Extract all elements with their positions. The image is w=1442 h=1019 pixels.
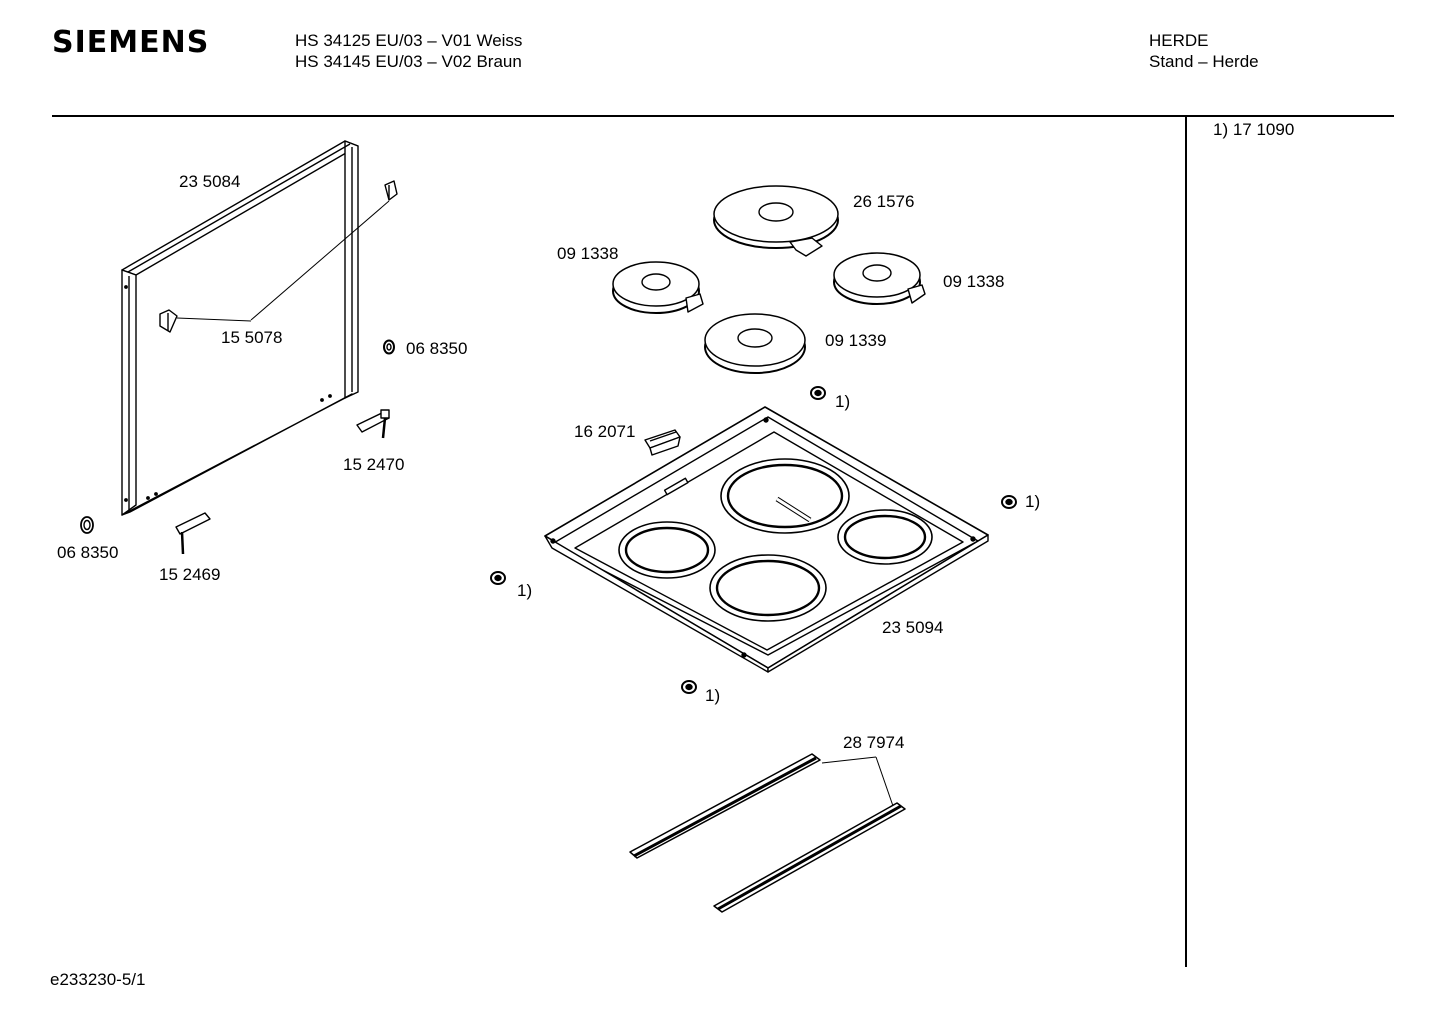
footnote-marker: 1) — [517, 581, 533, 600]
label-back-panel: 23 5084 — [179, 172, 241, 191]
document-id: e233230-5/1 — [50, 970, 146, 989]
hotplate-front — [704, 313, 806, 374]
grommet-part — [490, 386, 1017, 694]
legend-note: 1) 17 1090 — [1213, 120, 1295, 139]
hotplate-large — [713, 185, 839, 257]
label-hotplate-large: 26 1576 — [853, 192, 915, 211]
brand-logo: SIEMENS — [52, 25, 210, 60]
ring-part — [80, 339, 395, 534]
hinge-part — [175, 409, 390, 555]
label-hotplate-right: 09 1338 — [943, 272, 1005, 291]
label-hinge-left: 15 2469 — [159, 565, 221, 584]
hotplate-left — [612, 261, 704, 314]
label-hotplate-left: 09 1338 — [557, 244, 619, 263]
label-clip: 15 5078 — [221, 328, 283, 347]
label-ring-right: 06 8350 — [406, 339, 468, 358]
hotplate-right — [833, 252, 926, 305]
label-hotplate-front: 09 1339 — [825, 331, 887, 350]
label-rails: 28 7974 — [843, 733, 905, 752]
bracket-part — [644, 429, 681, 456]
rails-part — [629, 753, 906, 913]
footnote-marker: 1) — [835, 392, 851, 411]
label-ring-left: 06 8350 — [57, 543, 119, 562]
label-bracket: 16 2071 — [574, 422, 636, 441]
clip-part — [159, 180, 398, 333]
label-hinge-right: 15 2470 — [343, 455, 405, 474]
label-hob-frame: 23 5094 — [882, 618, 944, 637]
model-line-1: HS 34125 EU/03 – V01 Weiss — [295, 31, 523, 50]
back-panel — [121, 140, 359, 516]
footnote-marker: 1) — [705, 686, 721, 705]
footnote-marker: 1) — [1025, 492, 1041, 511]
category-line-2: Stand – Herde — [1149, 52, 1259, 71]
hob-frame — [544, 406, 989, 673]
header-divider — [52, 115, 1394, 117]
category-line-1: HERDE — [1149, 31, 1209, 50]
legend-divider — [1185, 116, 1187, 967]
model-line-2: HS 34145 EU/03 – V02 Braun — [295, 52, 522, 71]
